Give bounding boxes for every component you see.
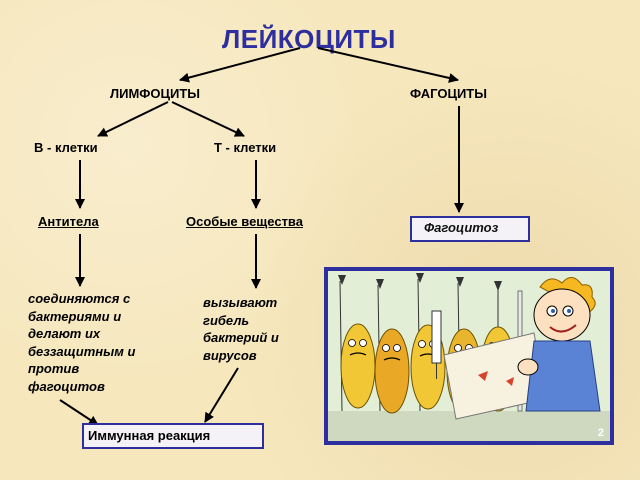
bacterium-figure [374, 328, 410, 414]
cartoon-drawing [328, 271, 610, 441]
antibodies-label: Антитела [38, 214, 99, 229]
arrow-to-lymphocytes [179, 47, 301, 83]
arrow-to-b-cells [97, 101, 169, 137]
substances-description: вызывают гибель бактерий и вирусов [203, 295, 279, 363]
cartoon-illustration: 2 [324, 267, 614, 445]
phagocytosis-box [410, 216, 530, 242]
immune-reaction-label: Иммунная реакция [88, 428, 211, 443]
arrow-desc1-to-immune [59, 399, 99, 426]
b-cells-label: В - клетки [34, 140, 98, 155]
antibodies-description: соединяются с бактериями и делают их без… [28, 291, 136, 394]
arrow-to-t-cells [171, 101, 245, 137]
bacterium-figure [340, 323, 376, 409]
t-cells-label: Т - клетки [214, 140, 277, 155]
arrow-desc2-to-immune [204, 367, 239, 423]
syringe-figure [431, 310, 442, 379]
special-substances-label: Особые вещества [186, 214, 303, 229]
phagocytes-label: ФАГОЦИТЫ [410, 86, 487, 101]
page-number: 2 [597, 427, 604, 439]
immune-reaction-box [82, 423, 264, 449]
diagram-title: ЛЕЙКОЦИТЫ [222, 24, 396, 54]
lymphocytes-label: ЛИМФОЦИТЫ [110, 86, 201, 101]
cartoon-character [517, 277, 601, 412]
phagocytosis-label: Фагоцитоз [424, 220, 499, 235]
arrow-to-phagocytes [317, 47, 459, 83]
